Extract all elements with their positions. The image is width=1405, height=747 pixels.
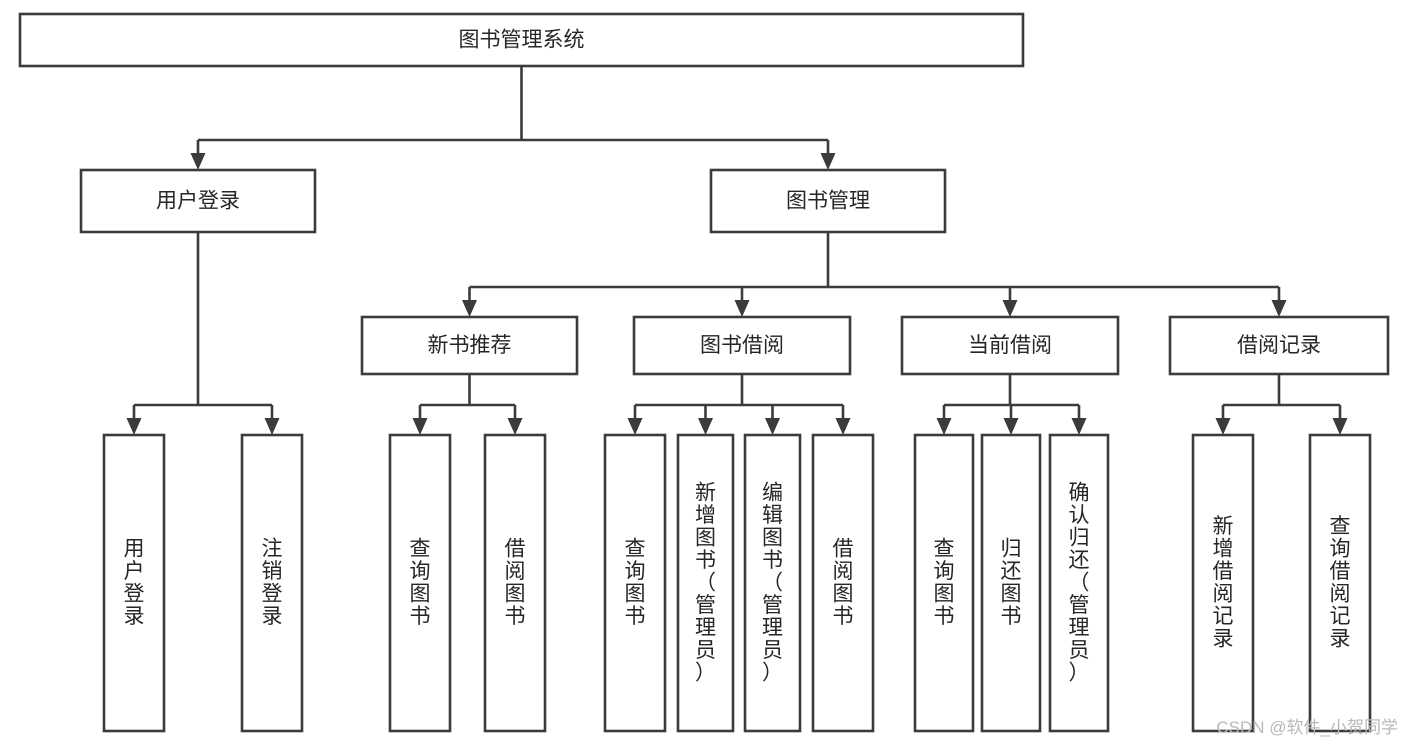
node-leaf-edit-book[interactable]: 编辑图书（管理员）: [743, 433, 802, 733]
edge-group-book-borrow: [627, 374, 851, 435]
node-book-manage[interactable]: 图书管理: [709, 168, 947, 234]
edge-group-current-borrow: [936, 374, 1087, 435]
node-root[interactable]: 图书管理系统: [18, 12, 1025, 68]
node-label: 图书管理系统: [459, 29, 585, 52]
arrow-head-icon: [734, 300, 750, 317]
node-label: 编辑图书（管理员）: [762, 481, 783, 684]
node-leaf-borrow-book-1[interactable]: 借阅图书: [483, 433, 547, 733]
node-label: 用户登录: [124, 538, 145, 629]
node-label: 借阅图书: [505, 538, 526, 629]
arrow-head-icon: [820, 153, 836, 170]
edge-group-user-login: [126, 232, 280, 435]
node-leaf-return-book[interactable]: 归还图书: [980, 433, 1042, 733]
node-user-login[interactable]: 用户登录: [79, 168, 317, 234]
node-leaf-query-book-2[interactable]: 查询图书: [603, 433, 667, 733]
node-label: 查询图书: [410, 538, 431, 629]
node-box: [900, 315, 1120, 376]
arrow-head-icon: [1271, 300, 1287, 317]
arrow-head-icon: [1003, 418, 1019, 435]
node-label: 新增借阅记录: [1213, 515, 1234, 651]
node-leaf-add-record[interactable]: 新增借阅记录: [1191, 433, 1255, 733]
arrow-head-icon: [1332, 418, 1348, 435]
csdn-watermark: CSDN @软件_小贺同学: [1216, 718, 1398, 737]
node-box: [483, 433, 547, 733]
node-leaf-confirm-return[interactable]: 确认归还（管理员）: [1048, 433, 1110, 733]
node-box: [1168, 315, 1390, 376]
arrow-head-icon: [1215, 418, 1231, 435]
arrow-head-icon: [835, 418, 851, 435]
edge-group-borrow-record: [1215, 374, 1348, 435]
node-box: [240, 433, 304, 733]
edge-group-root: [190, 66, 836, 170]
node-box: [980, 433, 1042, 733]
node-box: [913, 433, 975, 733]
node-box: [709, 168, 947, 234]
arrow-head-icon: [264, 418, 280, 435]
node-box: [1191, 433, 1255, 733]
node-leaf-user-login[interactable]: 用户登录: [102, 433, 166, 733]
node-leaf-logout[interactable]: 注销登录: [240, 433, 304, 733]
node-box: [743, 433, 802, 733]
node-label: 新增图书（管理员）: [695, 481, 716, 684]
node-new-book-rec[interactable]: 新书推荐: [360, 315, 579, 376]
nodes-layer: 图书管理系统用户登录图书管理新书推荐图书借阅当前借阅借阅记录用户登录注销登录查询…: [18, 12, 1390, 733]
node-leaf-borrow-book-2[interactable]: 借阅图书: [811, 433, 875, 733]
node-label: 图书管理: [786, 190, 870, 213]
node-label: 归还图书: [1001, 538, 1022, 629]
arrow-head-icon: [936, 418, 952, 435]
node-box: [102, 433, 166, 733]
node-box: [1048, 433, 1110, 733]
arrow-head-icon: [1002, 300, 1018, 317]
node-box: [360, 315, 579, 376]
node-label: 新书推荐: [428, 334, 512, 357]
node-box: [676, 433, 735, 733]
node-box: [388, 433, 452, 733]
node-leaf-query-record[interactable]: 查询借阅记录: [1308, 433, 1372, 733]
node-box: [811, 433, 875, 733]
node-book-borrow[interactable]: 图书借阅: [632, 315, 852, 376]
node-box: [1308, 433, 1372, 733]
arrow-head-icon: [462, 300, 477, 317]
node-label: 用户登录: [156, 190, 240, 213]
node-label: 借阅记录: [1237, 334, 1321, 357]
arrow-head-icon: [412, 418, 428, 435]
node-label: 查询图书: [934, 538, 955, 629]
arrow-head-icon: [1071, 418, 1087, 435]
node-label: 图书借阅: [700, 334, 784, 357]
node-label: 确认归还（管理员）: [1069, 481, 1090, 684]
node-leaf-query-book-1[interactable]: 查询图书: [388, 433, 452, 733]
edge-group-new-book-rec: [412, 374, 523, 435]
arrow-head-icon: [507, 418, 523, 435]
arrow-head-icon: [627, 418, 643, 435]
node-label: 注销登录: [262, 538, 283, 629]
arrow-head-icon: [765, 418, 780, 435]
node-box: [603, 433, 667, 733]
arrow-head-icon: [126, 418, 142, 435]
node-label: 查询借阅记录: [1330, 515, 1351, 651]
edge-group-book-manage: [462, 232, 1287, 317]
node-label: 当前借阅: [968, 334, 1052, 357]
node-box: [18, 12, 1025, 68]
node-label: 查询图书: [625, 538, 646, 629]
node-leaf-add-book[interactable]: 新增图书（管理员）: [676, 433, 735, 733]
connectors-layer: [126, 66, 1348, 435]
node-current-borrow[interactable]: 当前借阅: [900, 315, 1120, 376]
node-borrow-record[interactable]: 借阅记录: [1168, 315, 1390, 376]
node-box: [632, 315, 852, 376]
arrow-head-icon: [698, 418, 713, 435]
arrow-head-icon: [190, 153, 206, 170]
node-leaf-query-book-3[interactable]: 查询图书: [913, 433, 975, 733]
node-label: 借阅图书: [833, 538, 854, 629]
node-box: [79, 168, 317, 234]
